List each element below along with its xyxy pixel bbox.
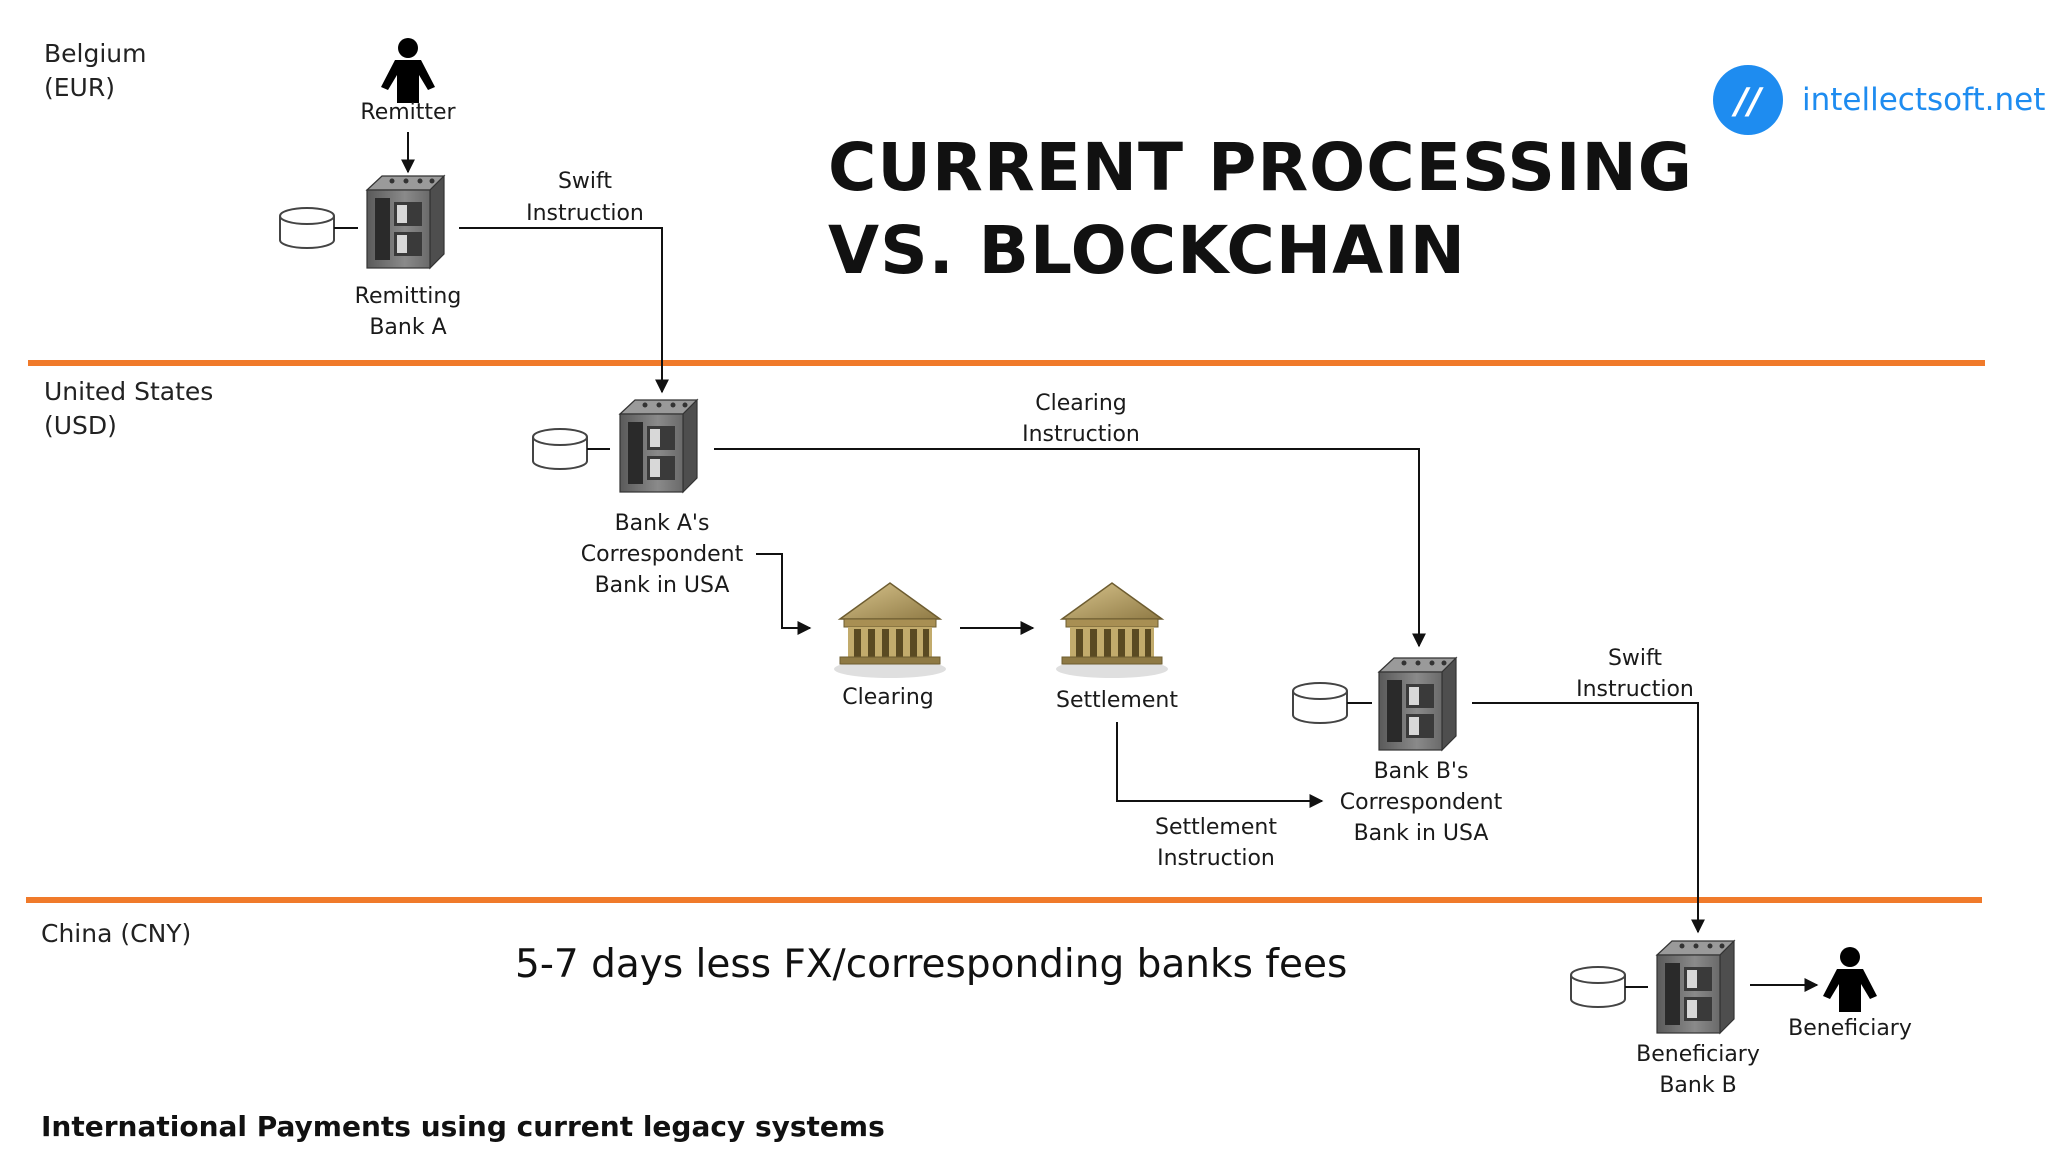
beneficiary-label: Beneficiary: [1788, 1016, 1912, 1041]
bank-a-correspondent-server-icon: [619, 399, 698, 493]
settlement-instruction-label-1: Settlement: [1155, 815, 1277, 840]
remitting-bank-database-icon: [279, 207, 335, 249]
remitting-bank-label-2: Bank A: [369, 315, 446, 340]
settlement-bank-icon: [1055, 582, 1169, 679]
settlement-label: Settlement: [1056, 688, 1178, 713]
diagram-caption: International Payments using current leg…: [41, 1110, 885, 1143]
remitting-bank-label-1: Remitting: [355, 284, 462, 309]
region-belgium: Belgium: [44, 39, 147, 68]
region-usa: United States: [44, 377, 213, 406]
brand-name: intellectsoft.net: [1802, 82, 2045, 118]
swift-1-label-2: Instruction: [526, 201, 644, 226]
page-title-line1: CURRENT PROCESSING: [828, 129, 1693, 206]
brand-logo-mark: //: [1731, 81, 1764, 122]
bank-a-correspondent-label-1: Bank A's: [615, 511, 710, 536]
region-belgium-currency: (EUR): [44, 73, 115, 102]
bank-b-correspondent-server-icon: [1378, 657, 1457, 751]
clearing-instruction-label-1: Clearing: [1035, 391, 1127, 416]
region-china: China (CNY): [41, 919, 191, 948]
swift-2-label-2: Instruction: [1576, 677, 1694, 702]
region-usa-currency: (USD): [44, 411, 117, 440]
beneficiary-person-icon: [1823, 947, 1877, 1012]
page-title-line2: VS. BLOCKCHAIN: [828, 212, 1466, 289]
arrow-swift-2: [1472, 702, 1705, 934]
brand-logo: // intellectsoft.net: [1713, 65, 2045, 135]
remitter-label: Remitter: [360, 100, 456, 125]
arrow-settlement-instruction: [1116, 722, 1324, 808]
remitting-bank-server-icon: [366, 175, 445, 269]
beneficiary-bank-database-icon: [1570, 966, 1626, 1008]
bank-a-correspondent-label-2: Correspondent: [581, 542, 744, 567]
bank-a-correspondent-label-3: Bank in USA: [595, 573, 730, 598]
bank-b-correspondent-label-2: Correspondent: [1340, 790, 1503, 815]
beneficiary-bank-server-icon: [1656, 940, 1735, 1034]
clearing-instruction-label-2: Instruction: [1022, 422, 1140, 447]
bank-b-correspondent-label-1: Bank B's: [1374, 759, 1469, 784]
arrow-clearing-instruction: [714, 448, 1426, 648]
settlement-instruction-label-2: Instruction: [1157, 846, 1275, 871]
clearing-bank-icon: [833, 582, 947, 679]
swift-1-label-1: Swift: [558, 169, 612, 194]
remitter-person-icon: [381, 38, 435, 103]
bank-b-correspondent-label-3: Bank in USA: [1354, 821, 1489, 846]
beneficiary-bank-label-1: Beneficiary: [1636, 1042, 1760, 1067]
bank-a-correspondent-database-icon: [532, 428, 588, 470]
bank-b-correspondent-database-icon: [1292, 682, 1348, 724]
fees-note: 5-7 days less FX/corresponding banks fee…: [515, 942, 1347, 987]
arrow-swift-1: [459, 227, 669, 394]
beneficiary-bank-label-2: Bank B: [1659, 1073, 1736, 1098]
brand-logo-icon: [1713, 65, 1783, 135]
arrow-to-clearing: [756, 553, 812, 635]
swift-2-label-1: Swift: [1608, 646, 1662, 671]
clearing-label: Clearing: [842, 685, 934, 710]
